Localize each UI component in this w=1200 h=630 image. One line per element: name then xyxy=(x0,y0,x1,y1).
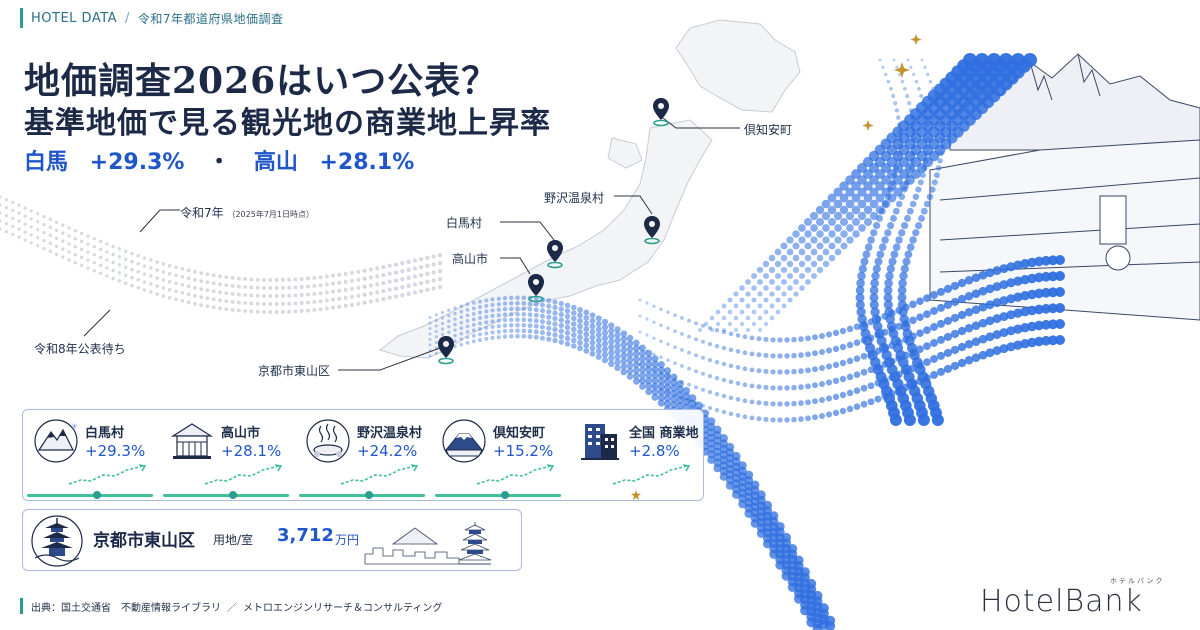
breadcrumb-topic[interactable]: 令和7年都道府県地価調査 xyxy=(137,11,284,26)
source-separator: ／ xyxy=(227,602,237,614)
source-item[interactable]: 国土交通省 不動産情報ライブラリ xyxy=(61,602,221,614)
map-label-nozawa: 野沢温泉村 xyxy=(544,191,605,205)
card-name: 白馬村 xyxy=(85,426,125,441)
card-name: 全国 商業地 xyxy=(629,426,699,441)
map-label-kutchan: 倶知安町 xyxy=(744,123,793,137)
map-pin-icon[interactable] xyxy=(526,272,546,304)
progress-marker xyxy=(501,491,509,499)
progress-marker xyxy=(229,491,237,499)
timeline-current-year: 令和7年 xyxy=(180,206,224,220)
map-label-takayama: 高山市 xyxy=(452,252,489,266)
trend-up-icon xyxy=(612,464,691,485)
office-building-icon xyxy=(581,424,619,460)
snowy-mountain-icon: ✳ xyxy=(34,419,78,463)
map-label-kyoto: 京都市東山区 xyxy=(258,364,331,378)
mount-yotei-icon xyxy=(442,419,486,463)
source-item[interactable]: メトロエンジンリサーチ＆コンサルティング xyxy=(243,602,443,614)
source-credit: 出典： 国土交通省 不動産情報ライブラリ ／ メトロエンジンリサーチ＆コンサルテ… xyxy=(20,598,442,614)
card-rate: +29.3% xyxy=(85,442,146,460)
progress-marker xyxy=(93,491,101,499)
highlight-rate-takayama: +28.1% xyxy=(319,150,415,175)
stat-card[interactable]: ✳ 白馬村 +29.3% xyxy=(27,416,153,499)
timeline-pending-label: 令和8年公表待ち xyxy=(34,342,126,356)
source-prefix: 出典： xyxy=(31,602,61,614)
card-rate: +24.2% xyxy=(357,442,418,460)
map-label-hakuba: 白馬村 xyxy=(446,216,483,230)
highlight-name-hakuba: 白馬 xyxy=(24,150,69,175)
progress-track xyxy=(27,494,153,497)
breadcrumb-separator: / xyxy=(125,10,130,26)
progress-marker xyxy=(365,491,373,499)
card-name: 倶知安町 xyxy=(493,426,546,441)
map-pin-icon[interactable] xyxy=(651,96,671,128)
logo-kana: ホテルバンク xyxy=(1110,577,1165,585)
card-name: 高山市 xyxy=(221,426,261,441)
card-rate: +15.2% xyxy=(493,442,554,460)
map-pin-icon[interactable] xyxy=(642,214,662,246)
traditional-house-icon xyxy=(170,423,214,459)
svg-text:✳: ✳ xyxy=(71,422,78,431)
map-pin-icon[interactable] xyxy=(436,334,456,366)
trend-up-icon xyxy=(68,464,147,485)
kyoto-stat-card[interactable]: 京都市東山区 用地/室 3,712 万円 xyxy=(22,509,522,571)
stat-card[interactable]: 倶知安町 +15.2% xyxy=(435,416,561,499)
kyoto-cityscape-illustration xyxy=(364,522,492,565)
highlight-name-takayama: 高山 xyxy=(253,150,298,175)
card-rate: +2.8% xyxy=(629,442,680,460)
stat-card[interactable]: 高山市 +28.1% xyxy=(163,416,289,499)
highlight-separator: ・ xyxy=(208,150,231,175)
progress-track xyxy=(435,494,561,497)
map-pin-icon[interactable] xyxy=(545,238,565,270)
breadcrumb-section[interactable]: HOTEL DATA xyxy=(31,10,118,26)
hot-spring-icon xyxy=(306,419,350,463)
stat-cards-panel: ✳ 白馬村 +29.3% 高山市 +28.1% 野沢温泉村 +24.2% 倶知安… xyxy=(22,409,704,501)
trend-up-icon xyxy=(204,464,283,485)
stat-card[interactable]: 野沢温泉村 +24.2% xyxy=(299,416,425,499)
timeline-current-note: （2025年7月1日時点） xyxy=(227,210,315,219)
stat-card[interactable]: 全国 商業地 +2.8% xyxy=(571,416,699,500)
kyoto-metric-unit: 万円 xyxy=(335,533,360,547)
page-title: 地価調査2026はいつ公表？ xyxy=(24,60,499,102)
headline-highlights: 白馬 +29.3% ・ 高山 +28.1% xyxy=(24,144,414,176)
trend-up-icon xyxy=(476,464,555,485)
star-icon xyxy=(631,490,641,500)
card-rate: +28.1% xyxy=(221,442,282,460)
breadcrumb: HOTEL DATA / 令和7年都道府県地価調査 xyxy=(20,8,284,28)
progress-track xyxy=(163,494,289,497)
dotted-wave-pattern xyxy=(0,53,1065,630)
hotelbank-logo[interactable]: HotelBank ホテルバンク xyxy=(980,577,1180,620)
sparkle-icon xyxy=(862,34,922,131)
card-name: 野沢温泉村 xyxy=(357,426,423,441)
progress-track xyxy=(299,494,425,497)
kyoto-metric-value: 3,712 xyxy=(277,525,334,546)
page-subtitle: 基準地価で見る観光地の商業地上昇率 xyxy=(24,106,551,141)
logo-text: HotelBank xyxy=(980,584,1143,619)
kyoto-metric-label: 用地/室 xyxy=(213,533,254,547)
kyoto-name: 京都市東山区 xyxy=(93,531,195,551)
trend-up-icon xyxy=(340,464,419,485)
highlight-rate-hakuba: +29.3% xyxy=(89,150,185,175)
timeline-current-label: 令和7年 （2025年7月1日時点） xyxy=(180,204,314,221)
pagoda-icon xyxy=(31,515,83,567)
